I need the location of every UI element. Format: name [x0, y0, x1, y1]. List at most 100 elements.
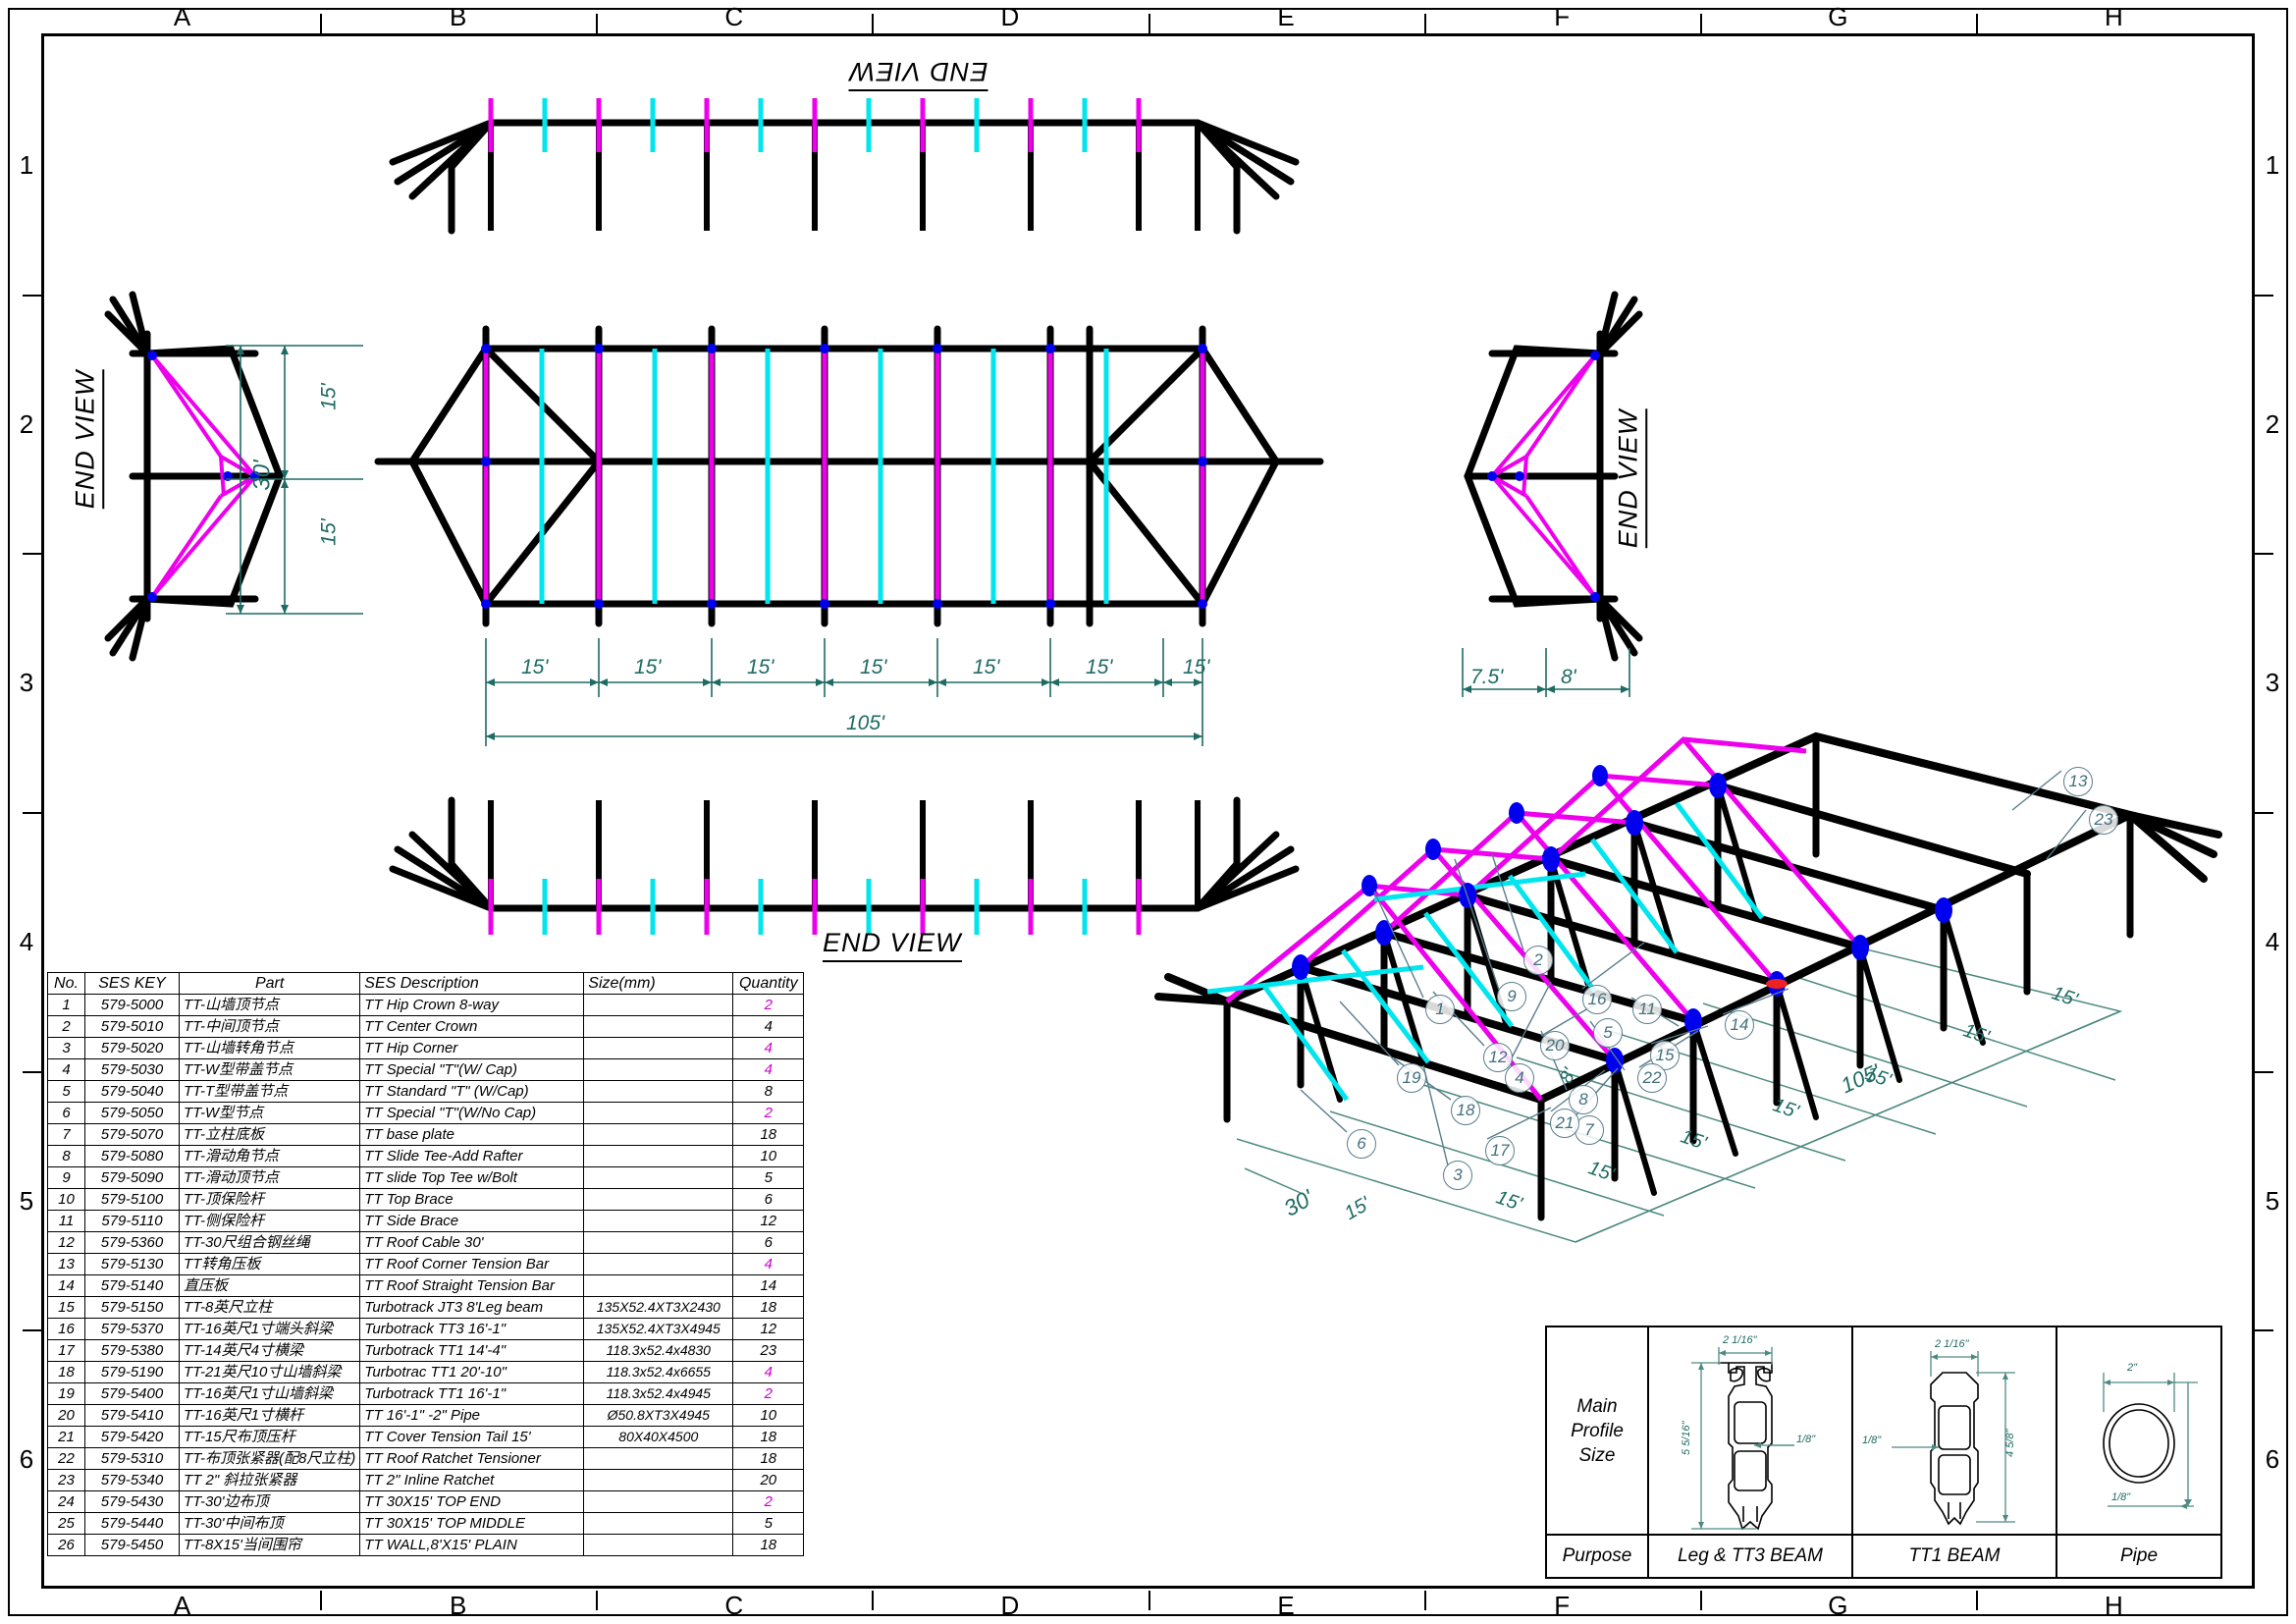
right-end-view-graphic — [1464, 291, 1643, 662]
tt1-profile-drawing: 2 1/16" 4 5/8" 1/8" — [1862, 1338, 2016, 1526]
part-row-size: 118.3x52.4x4945 — [583, 1382, 734, 1405]
plan-dim-leg-height: 8' — [1561, 666, 1576, 688]
part-row-part: TT-30尺组合钢丝绳 — [178, 1231, 361, 1254]
part-row-ses-key: 579-5310 — [84, 1447, 180, 1470]
part-row-part: TT 2" 斜拉张紧器 — [178, 1469, 361, 1491]
iso-balloon-18[interactable]: 18 — [1451, 1096, 1480, 1125]
isometric-view-graphic — [1154, 731, 2222, 1243]
part-row-ses-key: 579-5150 — [84, 1296, 180, 1319]
part-row-description: Turbotrack TT1 14'-4" — [359, 1339, 585, 1362]
part-row-ses-key: 579-5110 — [84, 1210, 180, 1232]
part-row-part: TT-8英尺立柱 — [178, 1296, 361, 1319]
tt1-thickness-dim: 1/8" — [1862, 1435, 1882, 1446]
left-end-view-label: END VIEW — [70, 369, 105, 510]
purpose-pipe: Pipe — [2119, 1545, 2159, 1566]
iso-balloon-7[interactable]: 7 — [1575, 1115, 1604, 1145]
zone-row-1-right: 1 — [2265, 149, 2280, 180]
iso-balloon-22[interactable]: 22 — [1637, 1063, 1667, 1093]
iso-balloon-2[interactable]: 2 — [1523, 946, 1553, 975]
purpose-label-cell: Purpose — [1547, 1536, 1649, 1577]
part-row-size — [583, 1037, 734, 1059]
part-row-description: TT 30X15' TOP END — [359, 1490, 585, 1513]
part-row-part: TT-16英尺1寸山墙斜梁 — [178, 1382, 361, 1405]
iso-balloon-20[interactable]: 20 — [1540, 1031, 1570, 1060]
header-quantity: Quantity — [732, 972, 805, 995]
iso-balloon-6[interactable]: 6 — [1347, 1129, 1376, 1159]
zone-tick-row — [2254, 553, 2273, 556]
iso-balloon-9[interactable]: 9 — [1497, 982, 1526, 1011]
part-row-ses-key: 579-5430 — [84, 1490, 180, 1513]
zone-column-a-bottom: A — [173, 1591, 191, 1620]
profile-row-label: Main Profile Size — [1571, 1394, 1624, 1468]
left-end-view-graphic — [104, 291, 284, 662]
part-row-no: 19 — [47, 1382, 85, 1405]
part-row-part: TT-滑动角节点 — [178, 1145, 361, 1167]
part-row-size — [583, 1512, 734, 1535]
tt1-height-dim: 4 5/8" — [2004, 1429, 2016, 1457]
part-row-quantity: 6 — [732, 1188, 805, 1211]
part-row-size — [583, 1534, 734, 1556]
part-row-no: 10 — [47, 1188, 85, 1211]
zone-column-e-top: E — [1277, 2, 1295, 31]
part-row-ses-key: 579-5400 — [84, 1382, 180, 1405]
part-row-no: 17 — [47, 1339, 85, 1362]
part-row-description: TT Hip Corner — [359, 1037, 585, 1059]
zone-tick-col — [1975, 14, 1978, 33]
parts-table: No. SES KEY Part SES Description Size(mm… — [47, 972, 805, 1556]
iso-balloon-14[interactable]: 14 — [1725, 1010, 1754, 1040]
part-row-ses-key: 579-5340 — [84, 1469, 180, 1491]
plan-dim-half-span-bottom: 15' — [317, 518, 341, 546]
profile-label-line-2: Profile — [1571, 1420, 1624, 1441]
part-row-description: TT Special "T"(W/ Cap) — [359, 1058, 585, 1081]
zone-row-5-right: 5 — [2265, 1185, 2280, 1216]
plan-dim-bay-7: 15' — [1183, 656, 1210, 678]
iso-balloon-17[interactable]: 17 — [1485, 1136, 1515, 1165]
zone-tick-row — [23, 812, 42, 814]
part-row-no: 2 — [47, 1015, 85, 1038]
iso-balloon-13[interactable]: 13 — [2063, 767, 2093, 796]
part-row-no: 13 — [47, 1253, 85, 1275]
zone-tick-row — [2254, 1329, 2273, 1332]
part-row-quantity: 4 — [732, 1015, 805, 1038]
iso-balloon-23[interactable]: 23 — [2089, 805, 2118, 835]
iso-balloon-11[interactable]: 11 — [1632, 995, 1662, 1024]
part-row-size — [583, 1253, 734, 1275]
part-row-description: TT Center Crown — [359, 1015, 585, 1038]
iso-balloon-21[interactable]: 21 — [1550, 1109, 1579, 1138]
part-row-quantity: 2 — [732, 1102, 805, 1124]
iso-balloon-12[interactable]: 12 — [1483, 1043, 1513, 1072]
part-row-quantity: 12 — [732, 1210, 805, 1232]
zone-tick-row — [2254, 812, 2273, 814]
plan-dim-half-span-top: 15' — [317, 383, 341, 410]
part-row-no: 15 — [47, 1296, 85, 1319]
header-no: No. — [47, 972, 85, 995]
part-row-size — [583, 1145, 734, 1167]
part-row-quantity: 2 — [732, 1490, 805, 1513]
part-row-no: 8 — [47, 1145, 85, 1167]
part-row-quantity: 8 — [732, 1080, 805, 1103]
part-row-part: TT转角压板 — [178, 1253, 361, 1275]
iso-balloon-4[interactable]: 4 — [1505, 1063, 1534, 1093]
zone-tick-col — [1975, 1591, 1978, 1610]
part-row-ses-key: 579-5100 — [84, 1188, 180, 1211]
zone-row-4-right: 4 — [2265, 926, 2280, 956]
iso-balloon-16[interactable]: 16 — [1582, 985, 1612, 1014]
part-row-part: TT-顶保险杆 — [178, 1188, 361, 1211]
iso-balloon-1[interactable]: 1 — [1425, 995, 1455, 1024]
part-row-part: TT-30'边布顶 — [178, 1490, 361, 1513]
part-row-description: Turbotrack JT3 8'Leg beam — [359, 1296, 585, 1319]
zone-column-b-top: B — [450, 2, 467, 31]
header-ses-key: SES KEY — [84, 972, 180, 995]
zone-tick-col — [320, 14, 323, 33]
iso-balloon-5[interactable]: 5 — [1593, 1018, 1623, 1048]
iso-balloon-19[interactable]: 19 — [1397, 1063, 1426, 1093]
iso-balloon-8[interactable]: 8 — [1569, 1085, 1598, 1114]
part-row-no: 6 — [47, 1102, 85, 1124]
part-row-quantity: 18 — [732, 1296, 805, 1319]
part-row-ses-key: 579-5010 — [84, 1015, 180, 1038]
iso-balloon-3[interactable]: 3 — [1443, 1161, 1472, 1190]
